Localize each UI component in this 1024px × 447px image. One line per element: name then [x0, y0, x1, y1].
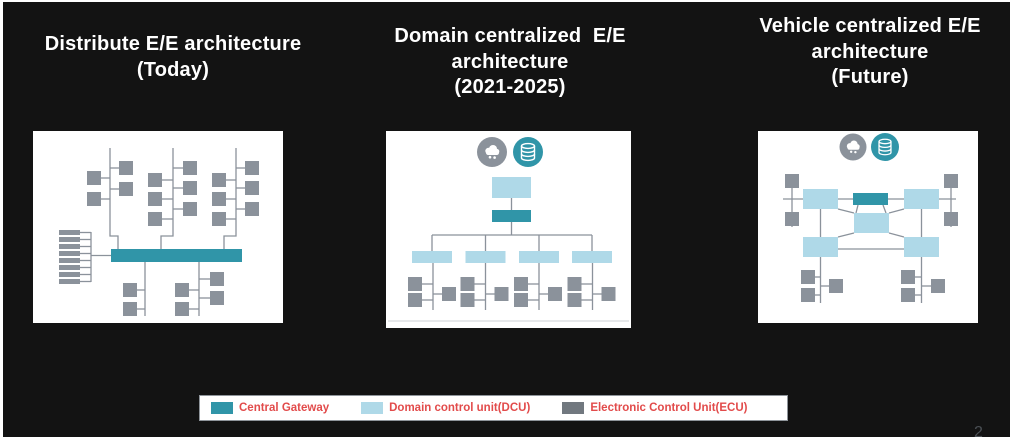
central-gateway-swatch [211, 402, 233, 414]
ecu-swatch [562, 402, 585, 414]
column-title-domain-centralized: Domain centralized E/E architecture (202… [394, 25, 626, 99]
column-title-vehicle-centralized: Vehicle centralized E/E architecture (Fu… [759, 15, 981, 89]
database-icon [520, 142, 536, 162]
dcu-nodes [412, 177, 612, 263]
database-icon [878, 138, 892, 156]
panel-domain-centralized [386, 131, 631, 328]
io-module-stack [59, 230, 80, 284]
central-gateway-bar [111, 249, 242, 262]
cloud-icon [846, 140, 860, 154]
dcu-swatch [361, 402, 384, 414]
legend-item-dcu: Domain control unit(DCU) [361, 402, 530, 414]
column-title-distributed: Distribute E/E architecture (Today) [44, 33, 302, 81]
legend-label: Central Gateway [239, 402, 330, 414]
ecu-nodes [785, 174, 958, 302]
legend-label: Domain control unit(DCU) [389, 402, 531, 414]
distributed-architecture-diagram [59, 148, 259, 316]
panel-distributed [33, 131, 283, 323]
domain-architecture-diagram [388, 137, 629, 322]
vehicle-architecture-diagram [783, 133, 958, 303]
dcu-nodes [803, 189, 939, 257]
legend-label: Electronic Control Unit(ECU) [590, 402, 748, 414]
panel-vehicle-centralized [758, 131, 978, 323]
page-number: 2 [974, 424, 983, 437]
bus-connector-lines [80, 148, 245, 316]
cloud-icon [485, 145, 500, 159]
legend-item-central-gateway: Central Gateway [211, 402, 329, 414]
legend-item-ecu: Electronic Control Unit(ECU) [562, 402, 747, 414]
tree-connector-lines [422, 198, 602, 310]
ecu-nodes [408, 277, 616, 307]
legend-bar: Central Gateway Domain control unit(DCU)… [199, 395, 788, 421]
ecu-nodes [87, 161, 259, 316]
central-gateway-bar [853, 193, 888, 205]
central-gateway-bar [492, 210, 531, 222]
